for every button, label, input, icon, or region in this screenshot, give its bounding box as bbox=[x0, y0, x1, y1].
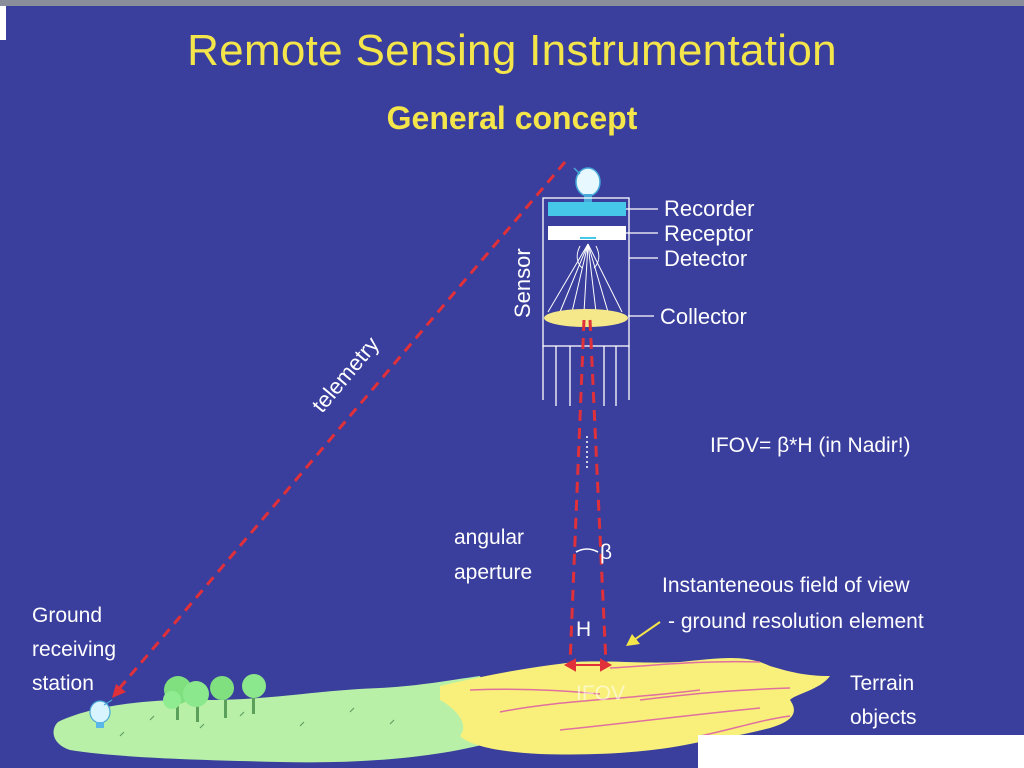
ifov-cone-left bbox=[568, 319, 586, 665]
ground-label-line2: receiving bbox=[32, 638, 116, 661]
left-bar bbox=[0, 6, 6, 40]
telemetry-arrowhead bbox=[112, 684, 126, 698]
sensor-label: Sensor bbox=[510, 248, 535, 318]
angular-label: angular bbox=[454, 526, 524, 549]
top-bar bbox=[0, 0, 1024, 6]
ground-label-line1: Ground bbox=[32, 604, 102, 627]
sensor-housing bbox=[542, 197, 630, 406]
ifov-caption-line2: - ground resolution element bbox=[668, 610, 924, 633]
grass-marks bbox=[119, 707, 395, 737]
optics-rays bbox=[547, 243, 623, 313]
slide-title: Remote Sensing Instrumentation bbox=[187, 26, 837, 75]
receptor-label: Receptor bbox=[664, 221, 753, 246]
ground-label-line3: station bbox=[32, 672, 94, 695]
terrain-label-line2: objects bbox=[850, 706, 917, 729]
detector-label: Detector bbox=[664, 246, 747, 271]
leader-lines bbox=[626, 208, 658, 317]
ground-station-dish-icon bbox=[89, 699, 113, 728]
collector-lens bbox=[544, 309, 628, 327]
telemetry-label: telemetry bbox=[307, 332, 384, 417]
ifov-cone-right bbox=[588, 319, 608, 665]
beta-label: β bbox=[600, 541, 612, 564]
terrain-label-line1: Terrain bbox=[850, 672, 914, 695]
height-label: H bbox=[576, 618, 591, 641]
recorder-label: Recorder bbox=[664, 196, 754, 221]
aperture-label: aperture bbox=[454, 561, 532, 584]
recorder-bar bbox=[548, 202, 626, 216]
ifov-ground-label: IFOV bbox=[576, 682, 625, 705]
ifov-arrow bbox=[563, 658, 613, 672]
slide-subtitle: General concept bbox=[386, 100, 638, 136]
terrain-yellow bbox=[440, 658, 830, 755]
right-edge bbox=[1014, 22, 1024, 768]
satellite-dish-icon bbox=[573, 167, 601, 202]
trees bbox=[163, 674, 266, 722]
ifov-pointer-arrow bbox=[626, 621, 661, 646]
beta-arc bbox=[575, 548, 599, 553]
collector-label: Collector bbox=[660, 304, 747, 329]
ifov-formula: IFOV= β*H (in Nadir!) bbox=[710, 434, 911, 457]
ifov-caption-line1: Instanteneous field of view bbox=[662, 574, 910, 597]
white-box bbox=[698, 735, 1024, 768]
terrain-green bbox=[53, 676, 501, 763]
receptor-bar bbox=[548, 226, 626, 240]
telemetry-line bbox=[116, 161, 567, 691]
terrain-lines bbox=[469, 660, 791, 737]
